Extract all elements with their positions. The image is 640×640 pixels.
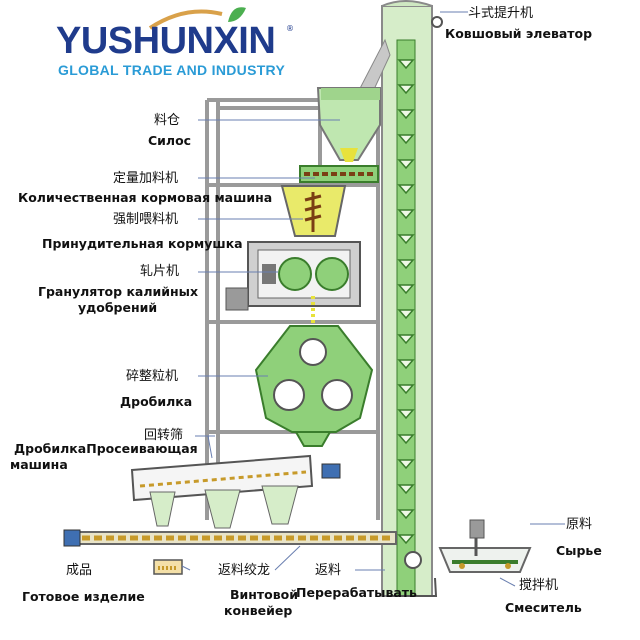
leader-lines bbox=[181, 11, 565, 587]
label-raw-cn: 原料 bbox=[566, 517, 593, 532]
label-screen-cn: 回转筛 bbox=[144, 428, 184, 443]
label-elevator-ru: Ковшовый элеватор bbox=[445, 26, 593, 41]
label-silo-cn: 料仓 bbox=[154, 113, 181, 128]
label-granulator-ru-2: удобрений bbox=[78, 300, 158, 315]
label-forced-feeder-ru: Принудительная кормушка bbox=[42, 236, 243, 251]
label-product-ru: Готовое изделие bbox=[22, 589, 145, 604]
label-screw-ru-2: конвейер bbox=[224, 603, 293, 618]
brand-tagline: GLOBAL TRADE AND INDUSTRY bbox=[58, 62, 286, 78]
return-screw-conveyor bbox=[63, 529, 397, 547]
crusher bbox=[254, 325, 374, 447]
logo-arc bbox=[148, 9, 223, 30]
label-screw-ru-1: Винтовой bbox=[230, 587, 299, 602]
label-screen-ru-2: машина bbox=[10, 457, 68, 472]
label-return-ru: Перерабатывать bbox=[296, 585, 417, 600]
rotary-screen bbox=[130, 454, 341, 529]
quantitative-feeder bbox=[299, 165, 379, 183]
label-granulator-ru-1: Гранулятор калийных bbox=[38, 284, 199, 299]
label-feeder-cn: 定量加料机 bbox=[113, 171, 179, 186]
label-elevator-cn: 斗式提升机 bbox=[468, 6, 534, 21]
finished-product-box bbox=[153, 559, 183, 575]
label-granulator-cn: 轧片机 bbox=[140, 264, 180, 279]
label-mixer-ru: Смеситель bbox=[505, 600, 582, 615]
brand-logo-text: YUSHUNXIN bbox=[56, 20, 276, 62]
label-silo-ru: Силос bbox=[148, 133, 192, 148]
label-screen-ru-1: ДробилкаПросеивающая bbox=[14, 441, 198, 456]
forced-feeder bbox=[280, 185, 347, 237]
bucket-elevator bbox=[354, 0, 443, 597]
label-mixer-cn: 搅拌机 bbox=[519, 578, 559, 593]
mixer bbox=[388, 519, 532, 597]
silo bbox=[316, 87, 381, 162]
label-crusher-ru: Дробилка bbox=[120, 394, 193, 409]
label-return-cn: 返料 bbox=[315, 563, 342, 578]
label-feeder-ru: Количественная кормовая машина bbox=[18, 190, 273, 205]
label-product-cn: 成品 bbox=[66, 563, 93, 578]
logo-leaf-icon bbox=[228, 7, 246, 22]
label-raw-ru: Сырье bbox=[556, 543, 602, 558]
label-crusher-cn: 碎整粒机 bbox=[126, 369, 179, 384]
roller-granulator bbox=[225, 241, 361, 340]
label-forced-feeder-cn: 强制喂料机 bbox=[113, 212, 179, 227]
label-screw-cn: 返料绞龙 bbox=[218, 563, 271, 578]
registered-mark: ® bbox=[286, 24, 294, 33]
